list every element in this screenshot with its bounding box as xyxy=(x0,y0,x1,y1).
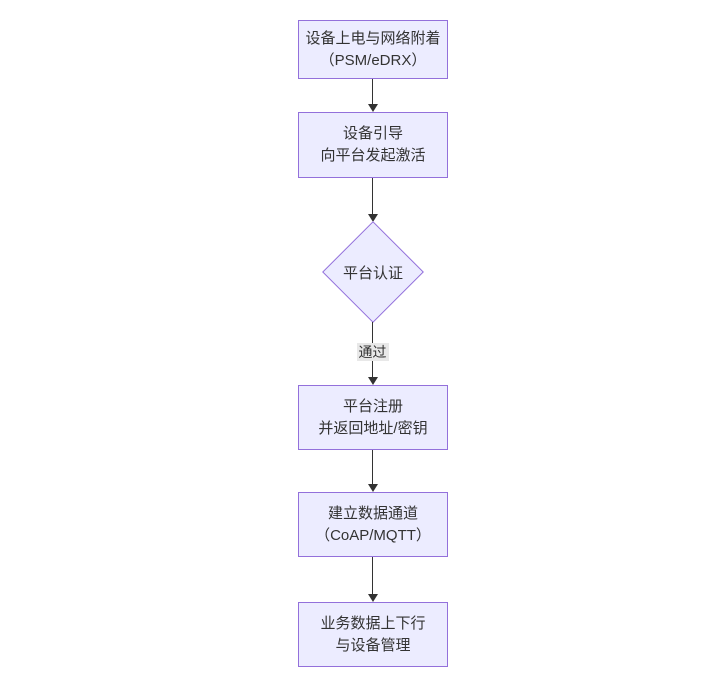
node-text-line: 向平台发起激活 xyxy=(320,147,426,164)
edge-line xyxy=(372,79,373,109)
node-text-line: 设备上电与网络附着 xyxy=(305,29,441,47)
flow-node-platform-register: 平台注册 并返回地址/密钥 xyxy=(298,385,448,450)
arrow-down-icon xyxy=(367,104,378,112)
flow-node-bootstrap: 设备引导 向平台发起激活 xyxy=(298,112,448,178)
edge-bootstrap-to-auth xyxy=(367,178,378,222)
edge-label-pass: 通过 xyxy=(356,343,389,361)
edge-register-to-channel xyxy=(367,450,378,492)
arrow-down-icon xyxy=(367,214,378,222)
edge-line xyxy=(372,178,373,219)
node-text-line: 与设备管理 xyxy=(335,636,411,654)
edge-power-to-bootstrap xyxy=(367,79,378,112)
flow-node-business-data: 业务数据上下行 与设备管理 xyxy=(298,602,448,667)
flow-node-power-attach: 设备上电与网络附着 （PSM/eDRX） xyxy=(298,20,448,79)
node-text-line: 平台认证 xyxy=(342,265,403,282)
arrow-down-icon xyxy=(367,377,378,385)
flow-node-platform-auth: 平台认证 xyxy=(322,221,424,323)
node-text-line: 建立数据通道 xyxy=(327,504,418,522)
flow-node-data-channel: 建立数据通道 （CoAP/MQTT） xyxy=(298,492,448,557)
node-text-line: 并返回地址/密钥 xyxy=(318,419,428,437)
node-text-line: 平台注册 xyxy=(342,397,403,415)
edge-channel-to-business xyxy=(367,557,378,602)
edge-line xyxy=(372,557,373,599)
node-text-line: 设备引导 xyxy=(342,125,403,142)
edge-line xyxy=(372,450,373,489)
edge-auth-to-register: 通过 xyxy=(356,322,389,385)
node-text-line: （CoAP/MQTT） xyxy=(315,526,431,544)
arrow-down-icon xyxy=(367,484,378,492)
node-text-line: （PSM/eDRX） xyxy=(319,51,427,69)
arrow-down-icon xyxy=(367,594,378,602)
node-text-line: 业务数据上下行 xyxy=(320,614,426,632)
